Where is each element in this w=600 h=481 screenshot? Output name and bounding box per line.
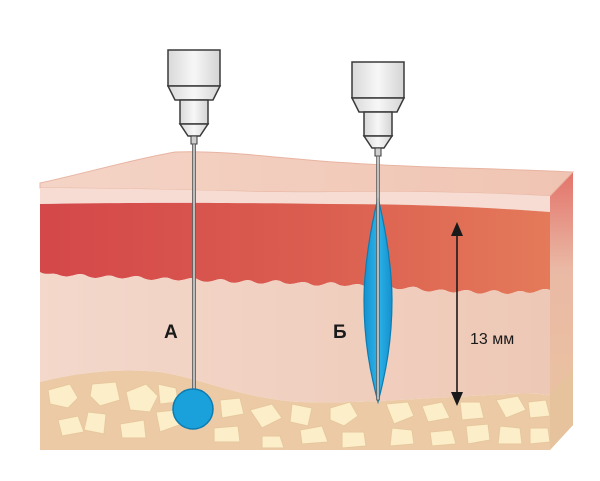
label-depth: 13 мм (470, 331, 514, 348)
needle-shaft-b (376, 155, 380, 401)
skin-block-side-fat (550, 370, 573, 450)
stratum-band (40, 188, 550, 212)
label-needle-a: А (164, 322, 178, 343)
subcutaneous-layer (40, 272, 550, 403)
syringe-needle-icon (350, 61, 406, 157)
epidermis-surface (39, 151, 575, 197)
syringe-needle-icon (166, 49, 222, 395)
dermis-layer (40, 202, 550, 294)
depth-dimension-arrow (451, 222, 463, 406)
injection-bolus-a (172, 388, 214, 430)
fat-cells (47, 381, 550, 449)
label-needle-b: Б (333, 322, 347, 343)
